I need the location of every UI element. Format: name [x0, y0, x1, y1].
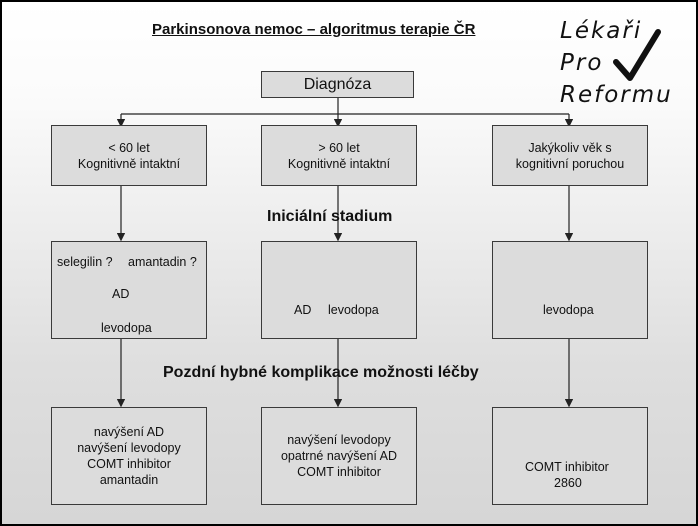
- logo-line-3: Reformu: [560, 82, 673, 108]
- amantadin-label: amantadin ?: [128, 255, 197, 269]
- levodopa-label: levodopa: [328, 303, 379, 317]
- late-left-item: amantadin: [99, 473, 159, 487]
- late-left-item: navýšení levodopy: [77, 441, 181, 455]
- late-right-item: 2860: [554, 476, 582, 490]
- group-2-line-1: > 60 let: [318, 140, 360, 155]
- late-box-right: COMT inhibitor 2860: [492, 407, 648, 505]
- diagnosis-box: Diagnóza: [261, 71, 414, 98]
- group-2-line-2: Kognitivně intaktní: [287, 156, 391, 171]
- late-right-item: COMT inhibitor: [525, 460, 609, 474]
- group-1-line-2: Kognitivně intaktní: [77, 156, 181, 171]
- late-complications-heading: Pozdní hybné komplikace možnosti léčby: [163, 364, 479, 381]
- levodopa-label: levodopa: [101, 321, 152, 335]
- selegilin-label: selegilin ?: [57, 255, 113, 269]
- late-box-left: navýšení AD navýšení levodopy COMT inhib…: [51, 407, 207, 505]
- group-box-over-60: > 60 let Kognitivně intaktní: [261, 125, 417, 186]
- group-box-under-60: < 60 let Kognitivně intaktní: [51, 125, 207, 186]
- logo-line-1: Lékaři: [560, 18, 643, 44]
- checkmark-icon: [613, 29, 661, 81]
- group-1-line-1: < 60 let: [108, 140, 150, 155]
- group-box-cognitive-impairment: Jakýkoliv věk s kognitivní poruchou: [492, 125, 648, 186]
- late-left-item: navýšení AD: [93, 425, 165, 439]
- group-3-line-1: Jakýkoliv věk s: [528, 140, 612, 155]
- initial-box-right: levodopa: [492, 241, 648, 339]
- initial-stage-heading: Iniciální stadium: [267, 208, 393, 225]
- levodopa-label: levodopa: [543, 303, 594, 317]
- late-left-item: COMT inhibitor: [87, 457, 171, 471]
- initial-box-left: selegilin ? amantadin ? AD levodopa: [51, 241, 207, 339]
- ad-label: AD: [112, 287, 130, 301]
- ad-label: AD: [294, 303, 312, 317]
- late-middle-item: opatrné navýšení AD: [280, 449, 398, 463]
- logo-line-2: Pro: [560, 50, 604, 76]
- late-middle-item: COMT inhibitor: [297, 465, 381, 479]
- diagnosis-label: Diagnóza: [303, 75, 372, 93]
- late-middle-item: navýšení levodopy: [287, 433, 391, 447]
- page-title: Parkinsonova nemoc – algoritmus terapie …: [152, 21, 476, 38]
- group-3-line-2: kognitivní poruchou: [515, 156, 625, 171]
- initial-box-middle: AD levodopa: [261, 241, 417, 339]
- lekari-pro-reformu-logo: Lékaři Pro Reformu: [560, 16, 672, 116]
- late-box-middle: navýšení levodopy opatrné navýšení AD CO…: [261, 407, 417, 505]
